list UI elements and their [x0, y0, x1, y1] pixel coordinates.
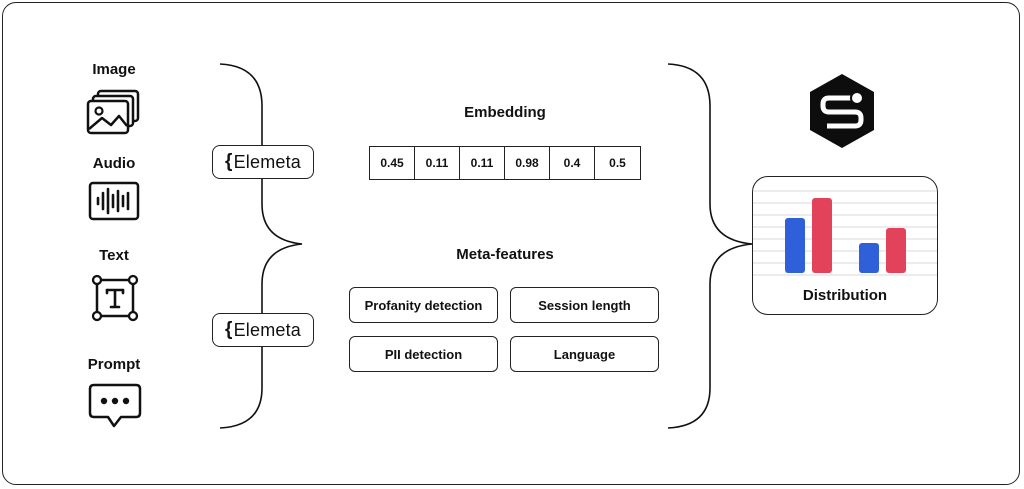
- embedding-cell: 0.5: [609, 156, 626, 170]
- audio-icon: [88, 181, 140, 221]
- embedding-cell: 0.45: [370, 147, 415, 179]
- feature-profanity-detection: Profanity detection: [349, 287, 498, 323]
- elemeta-badge-top: { Elemeta: [212, 145, 314, 179]
- text-icon: [91, 274, 139, 322]
- feature-pii-detection: PII detection: [349, 336, 498, 372]
- elemeta-name: Elemeta: [233, 151, 302, 172]
- distribution-bar: [812, 198, 832, 273]
- text-label: Text: [99, 247, 129, 264]
- embedding-cell: 0.98: [505, 147, 550, 179]
- brand-logo: [810, 74, 874, 148]
- distribution-chart: [753, 190, 937, 276]
- elemeta-badge-bottom: { Elemeta: [212, 313, 314, 347]
- embedding-vector: 0.45 0.11 0.11 0.98 0.4 0.5: [369, 146, 641, 180]
- embedding-cell: 0.11: [460, 147, 505, 179]
- distribution-bar: [785, 218, 805, 273]
- embedding-cell: 0.4: [550, 147, 595, 179]
- elemeta-name: Elemeta: [233, 319, 302, 340]
- audio-label: Audio: [92, 155, 136, 172]
- distribution-label: Distribution: [802, 287, 888, 304]
- image-icon: [86, 89, 140, 135]
- brace-glyph: {: [224, 151, 233, 172]
- image-label: Image: [92, 61, 136, 78]
- embedding-cell: 0.11: [415, 147, 460, 179]
- embedding-title: Embedding: [464, 104, 546, 121]
- feature-language: Language: [510, 336, 659, 372]
- distribution-card: Distribution: [752, 176, 938, 315]
- distribution-bar: [886, 228, 906, 273]
- meta-features-title: Meta-features: [456, 246, 554, 263]
- chat-bubble-icon: [88, 383, 142, 428]
- distribution-bar: [859, 243, 879, 273]
- brace-glyph: {: [224, 319, 233, 340]
- feature-session-length: Session length: [510, 287, 659, 323]
- prompt-label: Prompt: [87, 356, 141, 373]
